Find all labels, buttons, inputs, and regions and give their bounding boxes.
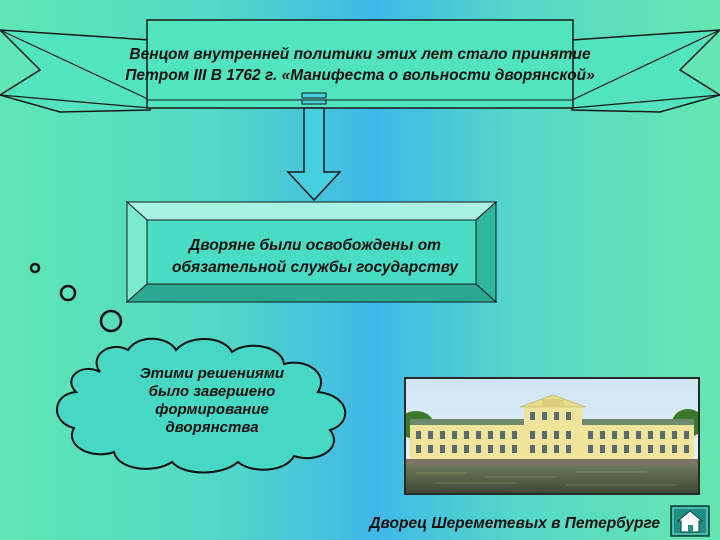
cloud-text: Этими решениями было завершено формирова… [112,365,312,437]
cloud-line-2: было завершено [148,383,276,400]
ribbon-center [146,19,574,109]
down-arrow [286,92,342,202]
box-text: Дворяне были освобождены от обязательной… [140,235,490,279]
home-icon [670,505,710,537]
banner-line-2: Петром III В 1762 г. «Манифеста о вольно… [125,67,595,84]
box-line-2: обязательной службы государству [171,259,459,276]
banner-text: Венцом внутренней политики этих лет стал… [80,44,640,86]
cloud-line-4: дворянства [165,419,259,436]
cloud-line-3: формирование [155,401,269,418]
ribbon-banner [0,19,720,113]
beveled-box [125,200,498,304]
palace-photo [404,377,700,495]
cloud-line-1: Этими решениями [139,365,285,382]
banner-line-1: Венцом внутренней политики этих лет стал… [129,46,591,63]
box-line-1: Дворяне были освобождены от [189,237,441,254]
photo-caption: Дворец Шереметевых в Петербурге [369,515,660,532]
cloud-shape [56,337,347,474]
thought-bubbles [29,262,123,333]
palace-illustration [406,379,698,493]
home-button[interactable] [670,505,710,537]
